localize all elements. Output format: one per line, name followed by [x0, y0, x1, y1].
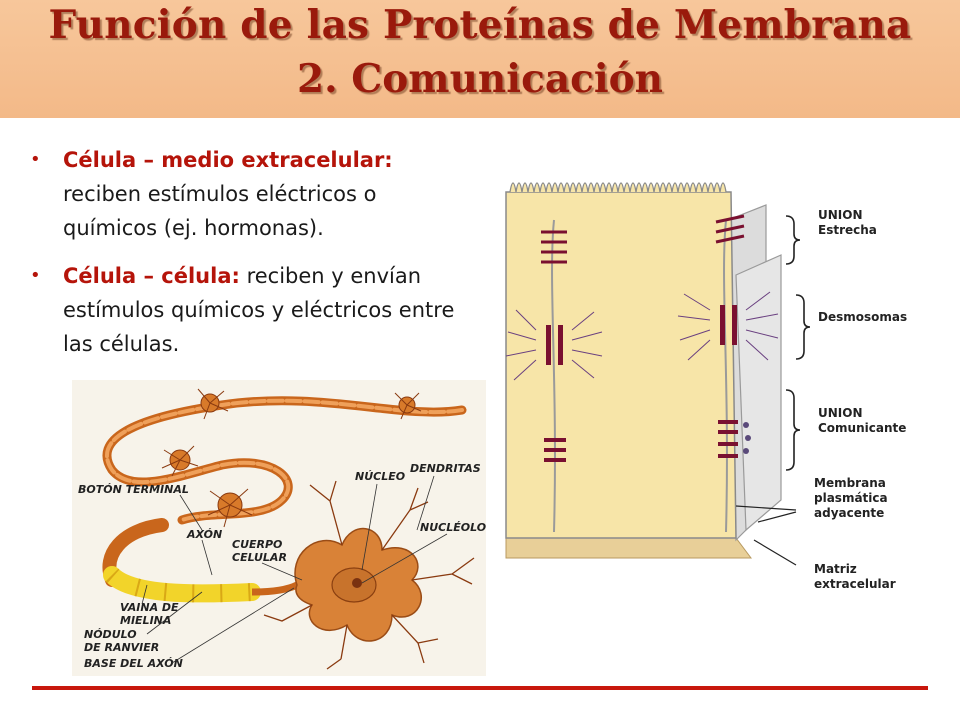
bullet-list: • Célula – medio extracelular: reciben e… [30, 143, 460, 375]
label-mielina: MIELINA [120, 614, 171, 627]
bullet-item-2: • Célula – célula: reciben y envían estí… [30, 259, 460, 361]
neuron-illustration: BOTÓN TERMINAL NÚCLEO DENDRITAS AXÓN CUE… [72, 380, 486, 676]
label-axon: AXÓN [186, 528, 222, 541]
label-celular: CELULAR [232, 551, 287, 564]
bullet-dot-icon: • [30, 265, 41, 286]
label-membrana-line1: Membrana [814, 476, 886, 490]
label-boton-terminal: BOTÓN TERMINAL [78, 483, 189, 496]
label-matriz-line2: extracelular [814, 577, 896, 591]
neuron-drawing: BOTÓN TERMINAL NÚCLEO DENDRITAS AXÓN CUE… [78, 388, 486, 670]
label-union-estrecha-line1: UNION [818, 208, 863, 222]
bullet-2-text: reciben y envían estímulos químicos y el… [63, 264, 455, 356]
label-union-comunicante-line2: Comunicante [818, 421, 907, 435]
label-cuerpo: CUERPO [232, 538, 282, 551]
slide-title-line1: Función de las Proteínas de Membrana [48, 2, 912, 48]
label-ranvier: DE RANVIER [84, 641, 159, 654]
cell-junction-drawing [505, 182, 811, 566]
label-membrana-line2: plasmática [814, 491, 888, 505]
bullet-item-1: • Célula – medio extracelular: reciben e… [30, 143, 460, 245]
label-union-estrecha-line2: Estrecha [818, 223, 877, 237]
label-desmosomas: Desmosomas [818, 310, 908, 324]
label-union-estrecha: UNION Estrecha [818, 208, 877, 238]
label-base-axon: BASE DEL AXÓN [84, 657, 183, 670]
bullet-dot-icon: • [30, 149, 41, 170]
label-vaina: VAINA DE [120, 601, 179, 614]
label-matriz-line1: Matriz [814, 562, 857, 576]
label-union-comunicante: UNION Comunicante [818, 406, 906, 436]
bullet-1-highlight: Célula – medio extracelular: [63, 148, 393, 172]
label-nodulo: NÓDULO [84, 628, 137, 641]
neuron-labels: BOTÓN TERMINAL NÚCLEO DENDRITAS AXÓN CUE… [78, 462, 486, 670]
label-nucleolo: NUCLÉOLO [420, 521, 486, 534]
label-dendritas: DENDRITAS [410, 462, 481, 475]
title-banner: Función de las Proteínas de Membrana 2. … [0, 0, 960, 118]
label-membrana-line3: adyacente [814, 506, 885, 520]
label-membrana-plasmatica: Membrana plasmática adyacente [814, 476, 888, 521]
bullet-2-highlight: Célula – célula: [63, 264, 240, 288]
bullet-1-text: reciben estímulos eléctricos o químicos … [63, 182, 377, 240]
label-matriz-extracelular: Matriz extracelular [814, 562, 896, 592]
label-nucleo: NÚCLEO [355, 470, 405, 483]
slide-title-line2: 2. Comunicación [296, 56, 664, 102]
label-union-comunicante-line1: UNION [818, 406, 863, 420]
footer-divider [32, 686, 928, 690]
cell-junction-diagram: UNION Estrecha Desmosomas UNION Comunica… [496, 180, 936, 604]
